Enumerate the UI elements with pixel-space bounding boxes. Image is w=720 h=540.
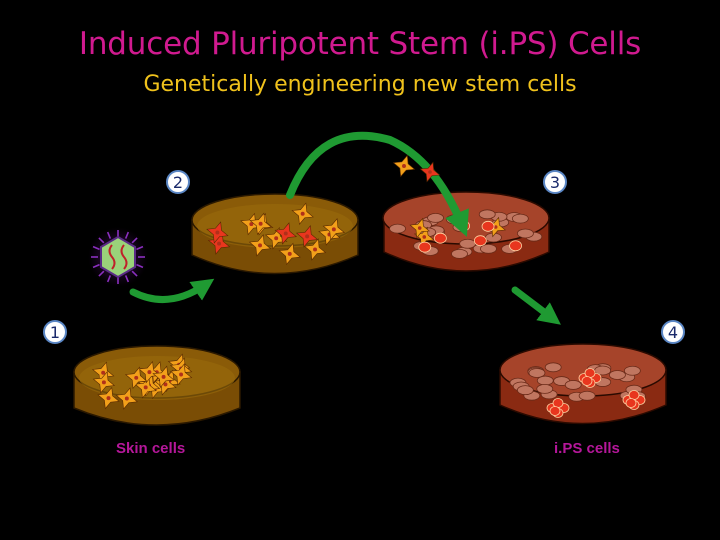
arrow-transfer-to-feeder — [286, 131, 469, 237]
feeder-cell — [578, 390, 596, 401]
step-number: 2 — [173, 173, 183, 192]
step-badge-4: 4 — [661, 320, 685, 344]
ips-cell — [549, 406, 561, 416]
virus-spike — [124, 231, 130, 239]
cell-nucleus — [274, 236, 279, 241]
cell-nucleus — [313, 247, 318, 252]
cell-nucleus — [217, 241, 222, 246]
step-number: 1 — [50, 323, 60, 342]
feeder-cell — [528, 368, 546, 378]
cell-nucleus — [101, 370, 106, 375]
cell-nucleus — [283, 231, 288, 236]
dish-ips-cells — [499, 343, 667, 425]
cell-nucleus — [493, 225, 498, 229]
cell-nucleus — [331, 227, 336, 232]
virus-spike — [136, 263, 144, 269]
feeder-cell-group — [509, 362, 646, 402]
cell-nucleus — [134, 375, 139, 380]
dish-skin-cells — [73, 345, 241, 426]
cell-nucleus — [143, 385, 148, 390]
step-badge-1: 1 — [43, 320, 67, 344]
cell-nucleus — [215, 230, 220, 235]
skin-cell-group — [91, 353, 193, 410]
feeder-cell — [511, 213, 529, 224]
virus-spike — [136, 245, 144, 251]
ips-cell — [481, 220, 495, 232]
cell-nucleus — [417, 226, 422, 230]
cell-nucleus — [258, 221, 263, 226]
virus-spike — [124, 275, 130, 283]
virus-spike — [98, 237, 105, 244]
cell-nucleus — [422, 235, 427, 239]
arrow-culture-to-ips — [511, 286, 561, 325]
caption-ips-cells: i.PS cells — [554, 440, 620, 457]
virus-spike — [131, 270, 138, 277]
step-number: 3 — [550, 173, 560, 192]
feeder-cell — [427, 213, 444, 223]
cell-nucleus — [402, 164, 406, 168]
cell-nucleus — [287, 251, 292, 256]
feeder-cell — [516, 385, 534, 396]
cell-nucleus — [163, 382, 168, 387]
virus-spike — [106, 231, 112, 239]
dish-transduced-cells — [191, 193, 359, 275]
step-badge-2: 2 — [166, 170, 190, 194]
feeder-cell — [451, 248, 468, 259]
virus-spike — [131, 237, 138, 244]
feeder-cell — [564, 380, 582, 390]
feeder-cell — [389, 223, 406, 234]
step-badge-3: 3 — [543, 170, 567, 194]
transferred-cells — [392, 154, 441, 183]
slide-subtitle: Genetically engineering new stem cells — [143, 72, 577, 97]
ips-cell — [418, 241, 432, 253]
feeder-cell — [609, 370, 626, 380]
cell-nucleus — [249, 222, 254, 227]
cell-nucleus — [305, 234, 310, 239]
feeder-cell — [517, 228, 534, 239]
retrovirus-icon — [88, 227, 148, 287]
dish-feeder-layer — [382, 191, 550, 272]
cell-nucleus — [124, 396, 129, 401]
step-number: 4 — [668, 323, 678, 342]
cell-nucleus — [161, 374, 166, 379]
slide-title: Induced Pluripotent Stem (i.PS) Cells — [78, 26, 642, 62]
ips-cell — [473, 235, 487, 247]
feeder-cell — [623, 365, 641, 376]
caption-skin-cells: Skin cells — [116, 440, 186, 457]
ips-cell — [581, 376, 593, 386]
cell-nucleus — [428, 170, 432, 174]
cell-nucleus — [106, 396, 111, 401]
feeder-cell — [544, 362, 562, 373]
ips-cell — [625, 398, 637, 408]
cell-nucleus — [147, 370, 152, 375]
virus-spike — [92, 245, 100, 251]
cell-nucleus — [101, 380, 106, 385]
ips-colony-group — [546, 368, 646, 418]
feeder-cell — [478, 209, 496, 220]
feeder-cell — [459, 238, 477, 249]
virus-spike — [106, 275, 112, 283]
transduced-cell-group — [206, 202, 346, 266]
cell-nucleus — [300, 211, 305, 216]
virus-spike — [92, 263, 100, 269]
reprogrammed-cell-group — [409, 216, 522, 253]
feeder-cell — [480, 243, 497, 254]
virus-spike — [98, 270, 105, 277]
arrow-virus-to-dish — [129, 278, 215, 304]
feeder-cell — [536, 384, 554, 394]
ips-cell — [433, 232, 447, 244]
ips-cell — [509, 240, 522, 252]
cell-nucleus — [179, 372, 184, 377]
cell-nucleus — [258, 243, 263, 248]
